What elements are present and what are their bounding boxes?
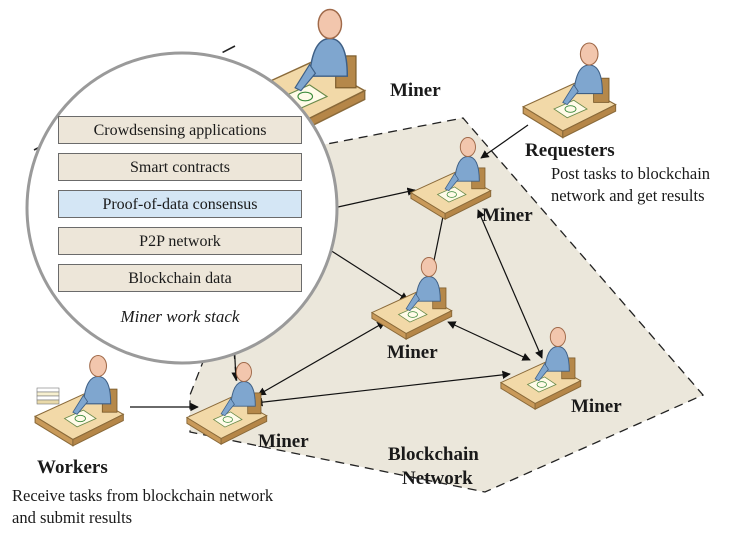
- workers-desc-line2: and submit results: [12, 508, 133, 527]
- miner-label-left: Miner: [258, 431, 309, 452]
- network-label-line2: Network: [402, 468, 473, 489]
- stack-layer-crowdsensing: Crowdsensing applications: [58, 116, 302, 144]
- arrow-miner-center-right: [447, 321, 531, 361]
- requester-figure: [522, 42, 617, 139]
- arrow-stack-to-miner-right-top: [337, 187, 416, 208]
- arrow-stack-to-miner-center: [329, 249, 409, 301]
- miner-label-right: Miner: [571, 396, 622, 417]
- workers-title: Workers: [37, 457, 108, 478]
- miner-label-right-top: Miner: [482, 205, 533, 226]
- miner-label-top: Miner: [390, 80, 441, 101]
- stack-layer-proof-of-data: Proof-of-data consensus: [58, 190, 302, 218]
- stack-layer-blockchain-data: Blockchain data: [58, 264, 302, 292]
- workers-desc-line1: Receive tasks from blockchain network: [12, 486, 274, 505]
- arrow-miner-left-right: [254, 370, 511, 407]
- stack-layer-p2p: P2P network: [58, 227, 302, 255]
- requesters-desc-line1: Post tasks to blockchain: [551, 164, 711, 183]
- stack-layer-smart-contracts: Smart contracts: [58, 153, 302, 181]
- requesters-desc-line2: network and get results: [551, 186, 705, 205]
- arrow-miner-right-top-right: [477, 209, 543, 359]
- stack-caption: Miner work stack: [120, 307, 240, 326]
- arrow-requester-to-miner: [480, 124, 529, 159]
- connection-arrows: [130, 124, 543, 412]
- miner-label-center: Miner: [387, 342, 438, 363]
- network-label-line1: Blockchain: [388, 444, 479, 465]
- worker-paper-stack: [36, 387, 60, 405]
- requesters-title: Requesters: [525, 140, 615, 161]
